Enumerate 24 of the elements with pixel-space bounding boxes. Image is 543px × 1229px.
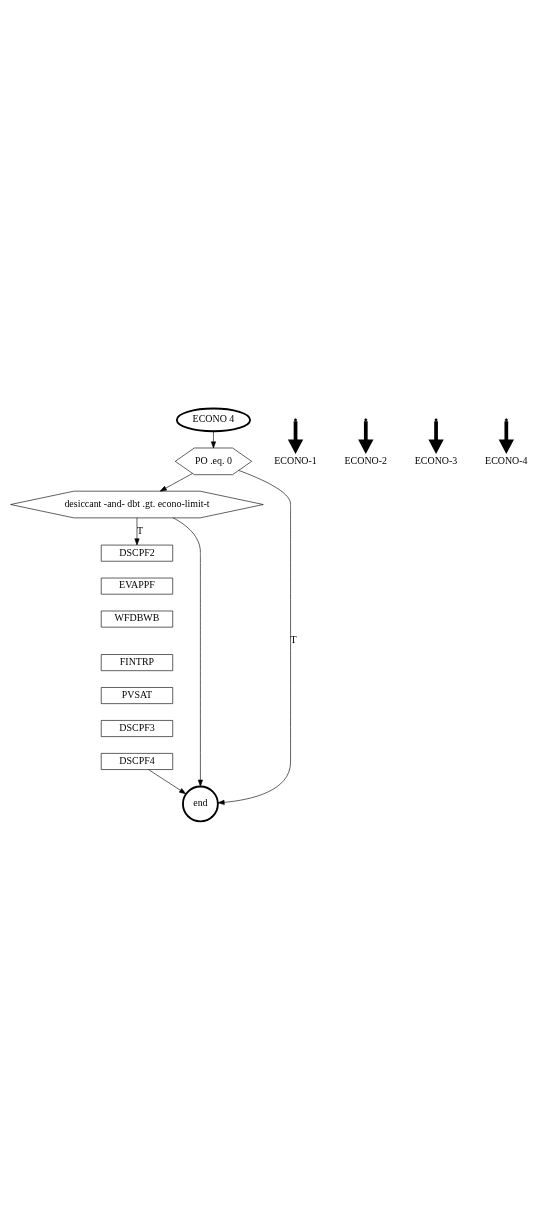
arrow bbox=[159, 472, 193, 491]
edge-label: T bbox=[137, 524, 144, 536]
node-text: ECONO-1 bbox=[274, 454, 317, 466]
node-text: ECONO-2 bbox=[344, 454, 388, 466]
node-ellipse: ECONO 4 bbox=[175, 407, 251, 432]
node-box: EVAPPF bbox=[100, 577, 174, 594]
arrow bbox=[287, 420, 304, 454]
node-box: WFDBWB bbox=[100, 610, 174, 627]
node-box: DSCPF2 bbox=[100, 544, 174, 562]
arrow bbox=[210, 430, 216, 448]
arrow bbox=[148, 768, 186, 794]
arrow bbox=[428, 420, 444, 454]
arrow bbox=[172, 516, 203, 787]
node-text: ECONO-4 bbox=[485, 454, 528, 466]
node-box: PVSAT bbox=[100, 686, 174, 704]
node-text: ECONO-3 bbox=[414, 454, 458, 466]
arrow bbox=[358, 420, 374, 454]
node-box: DSCPF3 bbox=[100, 719, 174, 737]
arrow bbox=[217, 469, 291, 805]
arrow bbox=[498, 420, 514, 454]
arrow bbox=[134, 517, 140, 545]
node-box: FINTRP bbox=[100, 653, 174, 671]
node-circle: end bbox=[182, 785, 219, 822]
node-box: DSCPF4 bbox=[100, 752, 174, 770]
